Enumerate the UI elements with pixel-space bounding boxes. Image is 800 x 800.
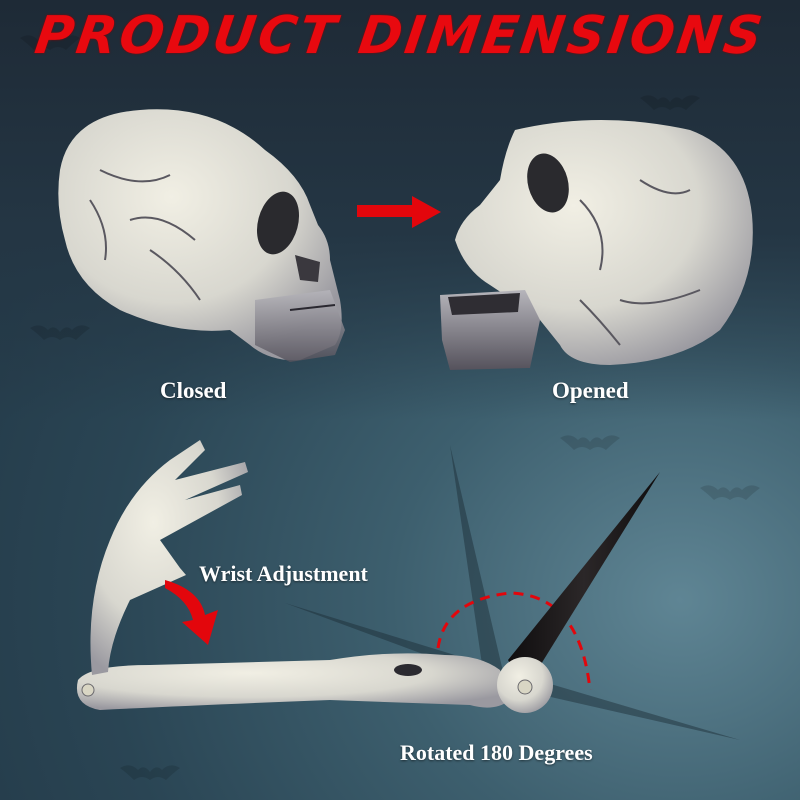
bat-pattern-icon [640,95,700,110]
ground-stake-image [508,472,660,690]
bat-pattern-icon [120,765,180,780]
rotation-arc-icon [436,591,592,691]
opened-label: Opened [552,378,629,403]
stake-ghost-positions [285,445,740,740]
right-arrow-icon [357,196,441,228]
rotation-label: Rotated 180 Degrees [400,740,593,765]
closed-label: Closed [160,378,227,403]
closed-skull-image [58,109,345,362]
skeleton-arm-image [76,440,553,713]
bat-pattern-icon [700,485,760,500]
opened-skull-image [440,120,753,370]
bat-pattern-icon [20,35,80,50]
bat-pattern-icon [560,435,620,450]
wrist-adjustment-label: Wrist Adjustment [199,561,368,586]
curved-down-arrow-icon [165,580,218,645]
bat-pattern-icon [30,325,90,340]
